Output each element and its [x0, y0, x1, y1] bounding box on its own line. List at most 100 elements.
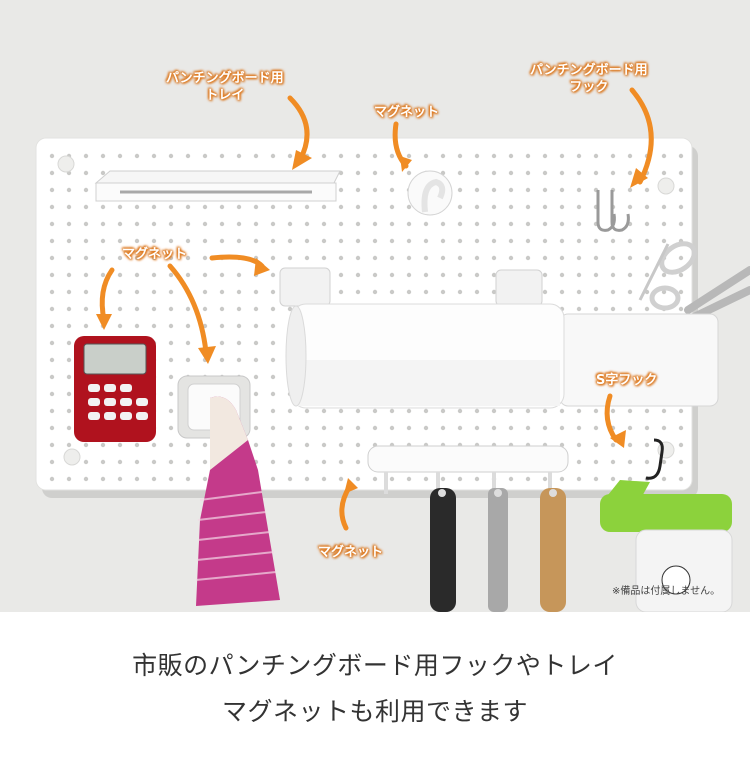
- pegboard-hole: [117, 476, 123, 482]
- pegboard-hole: [253, 153, 259, 159]
- pegboard-hole: [117, 238, 123, 244]
- pegboard-hole: [389, 476, 395, 482]
- pegboard-hole: [661, 408, 667, 414]
- pegboard-hole: [66, 187, 72, 193]
- pegboard-hole: [644, 272, 650, 278]
- pegboard-hole: [355, 221, 361, 227]
- pegboard-hole: [83, 204, 89, 210]
- pegboard-hole: [525, 153, 531, 159]
- pegboard-hole: [185, 204, 191, 210]
- pegboard-hole: [168, 255, 174, 261]
- pegboard-hole: [151, 153, 157, 159]
- pegboard-hole: [270, 289, 276, 295]
- pegboard-hole: [66, 323, 72, 329]
- pegboard-hole: [338, 442, 344, 448]
- pegboard-hole: [559, 425, 565, 431]
- pegboard-hole: [355, 204, 361, 210]
- pegboard-hole: [100, 221, 106, 227]
- pegboard-hole: [508, 170, 514, 176]
- pegboard-hole: [525, 170, 531, 176]
- pegboard-hole: [270, 238, 276, 244]
- pegboard-hole: [457, 289, 463, 295]
- pegboard-hole: [219, 272, 225, 278]
- pegboard-hole: [576, 153, 582, 159]
- pegboard-hole: [151, 476, 157, 482]
- pegboard-hole: [457, 425, 463, 431]
- pegboard-hole: [253, 442, 259, 448]
- pegboard-hole: [491, 221, 497, 227]
- pegboard-hole: [304, 221, 310, 227]
- pegboard-hole: [661, 221, 667, 227]
- pegboard-hole: [151, 323, 157, 329]
- pegboard-hole: [661, 153, 667, 159]
- pegboard-hole: [525, 187, 531, 193]
- pegboard-hole: [270, 442, 276, 448]
- magnet-hook-bar: [367, 445, 569, 494]
- pegboard-hole: [185, 442, 191, 448]
- pegboard-hole: [66, 289, 72, 295]
- kitchen-utensils: [430, 488, 566, 612]
- pegboard-hole: [610, 476, 616, 482]
- pegboard-hole: [168, 442, 174, 448]
- pegboard-hole: [678, 425, 684, 431]
- pegboard-hole: [49, 255, 55, 261]
- pegboard-hole: [644, 238, 650, 244]
- pegboard-hole: [542, 425, 548, 431]
- pegboard-hole: [287, 442, 293, 448]
- pegboard-hole: [338, 408, 344, 414]
- pegboard-hole: [338, 221, 344, 227]
- pegboard-hole: [185, 459, 191, 465]
- pegboard-hole: [253, 306, 259, 312]
- pegboard-hole: [287, 476, 293, 482]
- pegboard-hole: [117, 255, 123, 261]
- pegboard-hole: [270, 425, 276, 431]
- magnet-hook-top: [407, 170, 453, 216]
- pegboard-hole: [542, 170, 548, 176]
- pegboard-hole: [202, 442, 208, 448]
- pegboard-hole: [559, 272, 565, 278]
- pegboard-hole: [100, 255, 106, 261]
- pegboard-hole: [576, 204, 582, 210]
- pegboard-hole: [593, 408, 599, 414]
- pegboard-hole: [49, 221, 55, 227]
- pegboard-hole: [508, 255, 514, 261]
- callout-hook-line2: フック: [569, 80, 609, 95]
- pegboard-hole: [406, 272, 412, 278]
- pegboard-hole: [338, 289, 344, 295]
- pegboard-hole: [644, 255, 650, 261]
- pegboard-hole: [287, 306, 293, 312]
- pegboard-hole: [440, 153, 446, 159]
- pegboard-hole: [83, 323, 89, 329]
- pegboard-hole: [559, 221, 565, 227]
- pegboard-hole: [678, 153, 684, 159]
- pegboard-hole: [508, 153, 514, 159]
- pegboard-hole: [593, 153, 599, 159]
- pegboard-hole: [576, 238, 582, 244]
- pegboard-hole: [508, 425, 514, 431]
- pegboard-hole: [627, 238, 633, 244]
- pegboard-hole: [355, 289, 361, 295]
- pegboard-hole: [66, 272, 72, 278]
- pegboard-hole: [389, 255, 395, 261]
- pegboard-hole: [457, 153, 463, 159]
- pegboard-hole: [576, 255, 582, 261]
- pegboard-hole: [678, 187, 684, 193]
- pegboard-hole: [253, 323, 259, 329]
- pegboard-hole: [661, 459, 667, 465]
- pegboard-hole: [185, 357, 191, 363]
- pegboard-hole: [644, 459, 650, 465]
- pegboard-hole: [270, 221, 276, 227]
- pegboard-hole: [100, 238, 106, 244]
- pegboard-hole: [66, 221, 72, 227]
- pegboard-scene: [0, 0, 750, 612]
- pegboard-hole: [253, 340, 259, 346]
- pegboard-hole: [338, 255, 344, 261]
- pegboard-hole: [100, 459, 106, 465]
- pegboard-hole: [372, 187, 378, 193]
- pegboard-hole: [576, 306, 582, 312]
- pegboard-hole: [372, 425, 378, 431]
- pegboard-hole: [474, 204, 480, 210]
- pegboard-hole: [627, 289, 633, 295]
- pegboard-hole: [219, 323, 225, 329]
- pegboard-hole: [457, 170, 463, 176]
